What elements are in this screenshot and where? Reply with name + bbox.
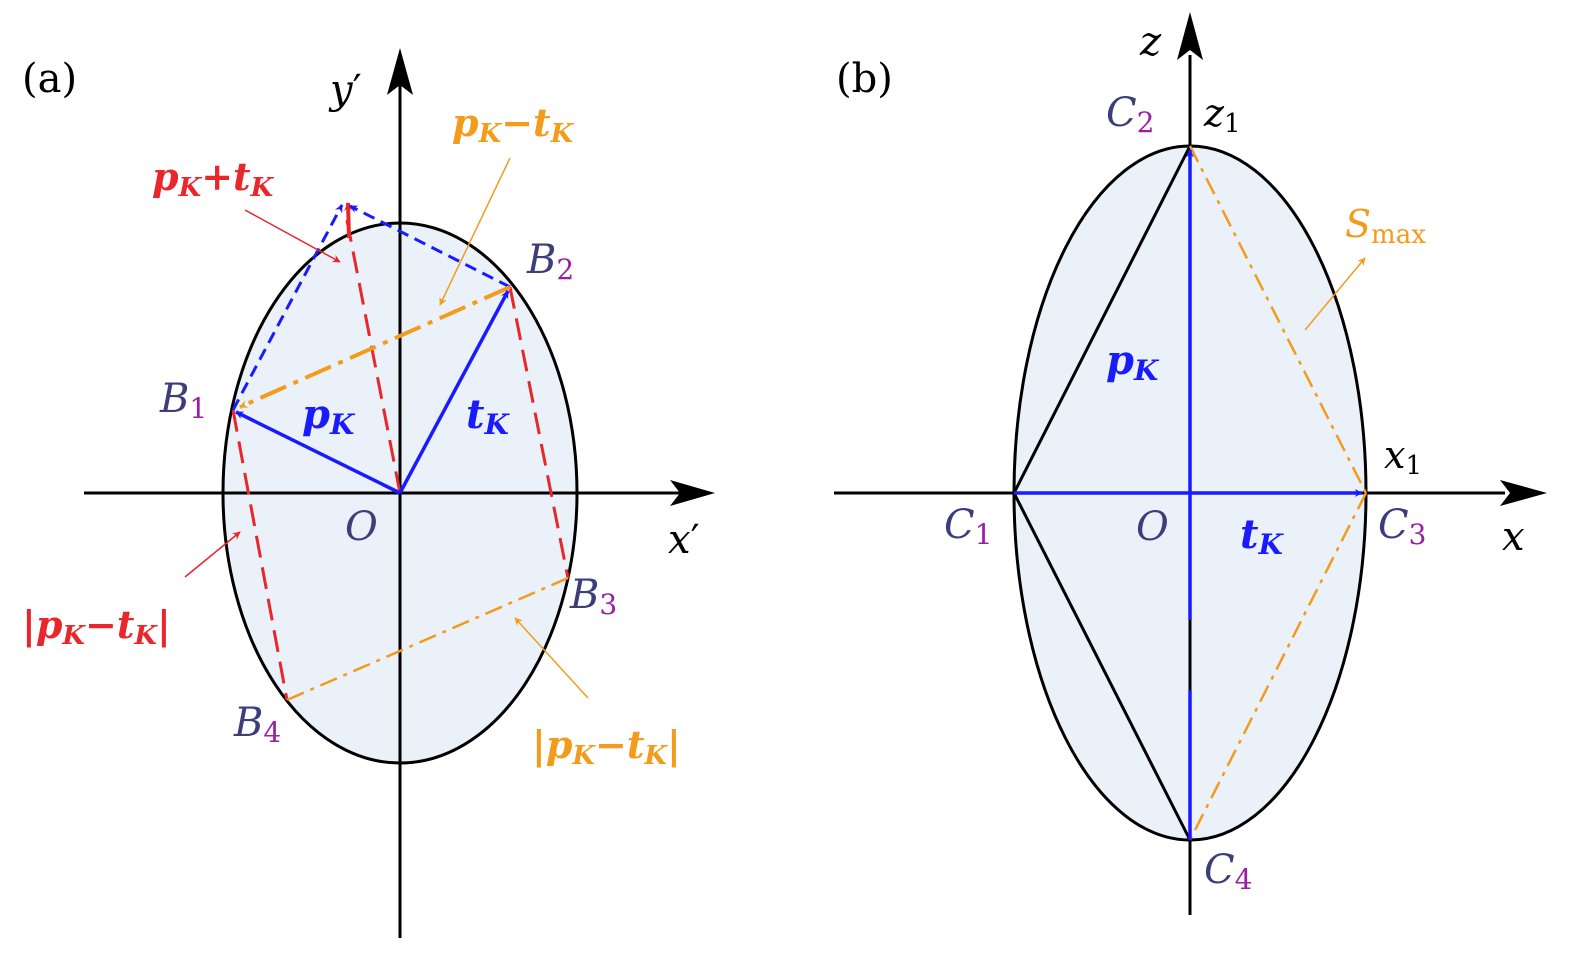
panel-a: (a) y′ x′ O B1 B2 B3 B4 pK tK pK+tK pK−t…	[22, 48, 715, 938]
blue-dashed-b1-to-sum	[231, 204, 344, 411]
vector-t-k-a	[398, 290, 510, 494]
z-axis-arrowhead	[1177, 12, 1203, 60]
abs-red-leader	[184, 531, 241, 578]
point-b3-label: B3	[569, 572, 617, 621]
vector-t-k-label-a: tK	[466, 391, 510, 441]
vector-p-k-a	[235, 410, 401, 495]
smax-leader	[1304, 257, 1366, 331]
red-dashed-o-to-sum	[343, 209, 402, 494]
sum-leader	[244, 209, 341, 263]
z1-label: z1	[1203, 91, 1241, 139]
x1-label: x1	[1384, 433, 1422, 481]
edge-c1-c4	[1012, 492, 1192, 841]
diff-leader	[439, 157, 511, 306]
red-dashed-b1-b4	[231, 409, 289, 701]
sum-label: pK+tK	[152, 154, 275, 203]
panel-b: (b) z x O z1 x1 C1 C2 C3 C4 pK tK Smax	[834, 12, 1547, 915]
y-prime-label: y′	[328, 67, 362, 113]
z-axis-label: z	[1139, 19, 1162, 65]
point-c1-label: C1	[944, 502, 992, 551]
orange-dashdot-b3-b4	[286, 576, 569, 702]
point-b2-label: B2	[526, 237, 574, 286]
edge-c3-c4	[1188, 492, 1368, 841]
sum-red-arrow	[344, 202, 353, 239]
smax-label: Smax	[1345, 202, 1426, 250]
orange-diff-arrow	[239, 285, 511, 409]
point-b1-label: B1	[159, 376, 207, 425]
point-b4-label: B4	[233, 700, 281, 749]
diff-label: pK−tK	[452, 100, 575, 149]
panel-b-tag: (b)	[836, 56, 893, 102]
blue-dashed-b2-to-sum	[349, 204, 511, 289]
origin-label-b: O	[1136, 504, 1169, 550]
vector-p-k-label-b: pK	[1106, 337, 1160, 387]
edge-c1-c2	[1012, 145, 1192, 494]
x-axis-arrowhead	[1500, 480, 1547, 506]
abs-diff-label-orange: |pK−tK|	[532, 722, 681, 771]
point-c4-label: C4	[1204, 847, 1252, 896]
x-axis-label: x	[1502, 514, 1525, 560]
y-prime-axis-arrowhead	[387, 48, 413, 95]
origin-label-a: O	[345, 504, 378, 550]
x-prime-axis-arrowhead	[670, 480, 715, 506]
red-dashed-b2-b3	[508, 286, 570, 579]
abs-diff-label-red: |pK−tK|	[22, 602, 171, 651]
x-prime-label: x′	[668, 517, 700, 563]
edge-c2-c3	[1188, 145, 1368, 494]
point-c3-label: C3	[1378, 502, 1426, 551]
point-c2-label: C2	[1106, 90, 1154, 139]
vector-t-k-label-b: tK	[1240, 511, 1284, 561]
panel-a-tag: (a)	[22, 56, 77, 102]
vector-p-k-label-a: pK	[302, 391, 356, 441]
abs-orange-leader	[514, 617, 589, 699]
